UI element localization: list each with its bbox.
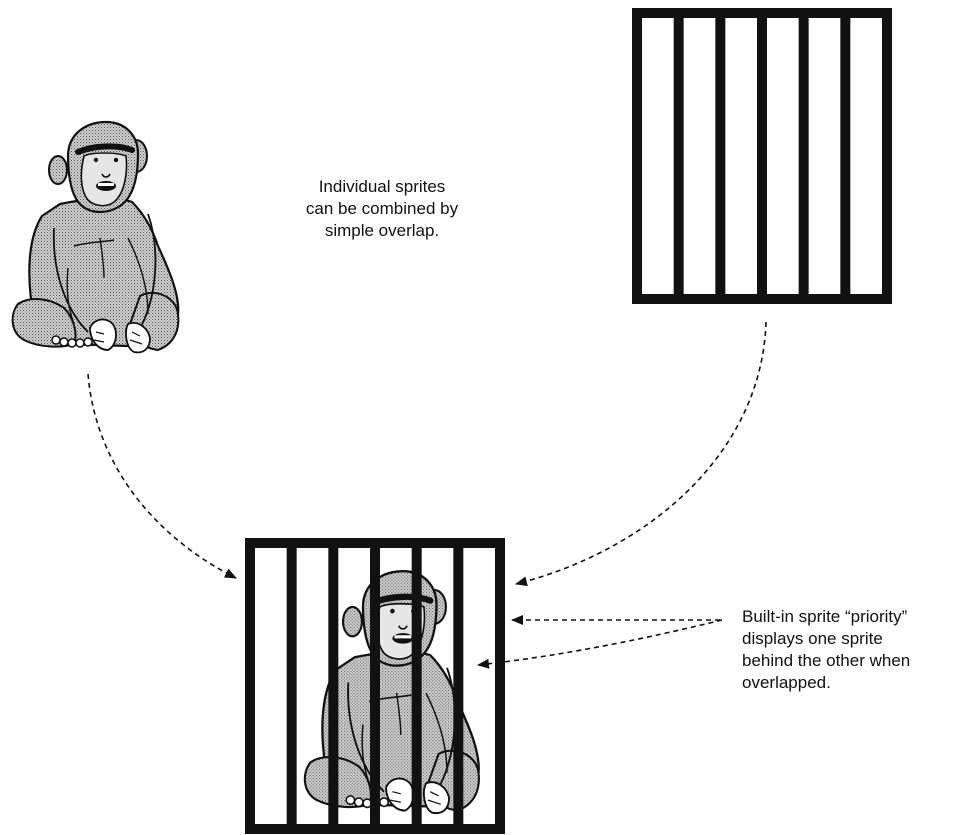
priority-caption-line: Built-in sprite “priority” bbox=[742, 606, 960, 628]
priority-caption-line: overlapped. bbox=[742, 672, 960, 694]
cage-bar bbox=[453, 543, 463, 829]
combine-caption-line: can be combined by bbox=[282, 198, 482, 220]
cage-bar bbox=[757, 13, 767, 299]
combine-caption-line: simple overlap. bbox=[282, 220, 482, 242]
cage-bar bbox=[370, 543, 380, 829]
arrow-cage-to-combined bbox=[516, 322, 766, 584]
cage-bar bbox=[328, 543, 338, 829]
cage-bar bbox=[715, 13, 725, 299]
cage-bar bbox=[799, 13, 809, 299]
arrow-chimp-to-combined bbox=[88, 374, 236, 578]
arrow-priority-to-chimp bbox=[478, 620, 722, 665]
combine-caption-line: Individual sprites bbox=[282, 176, 482, 198]
cage-sprite bbox=[637, 13, 887, 299]
chimp-sprite bbox=[13, 122, 179, 352]
cage-bar bbox=[840, 13, 850, 299]
cage-bar bbox=[287, 543, 297, 829]
combined-sprite bbox=[250, 543, 500, 829]
cage-bar bbox=[412, 543, 422, 829]
combine-caption: Individual sprites can be combined by si… bbox=[282, 176, 482, 242]
cage-bar bbox=[674, 13, 684, 299]
cage-bars-front bbox=[250, 543, 500, 829]
priority-caption: Built-in sprite “priority” displays one … bbox=[742, 606, 960, 694]
priority-caption-line: displays one sprite bbox=[742, 628, 960, 650]
priority-caption-line: behind the other when bbox=[742, 650, 960, 672]
